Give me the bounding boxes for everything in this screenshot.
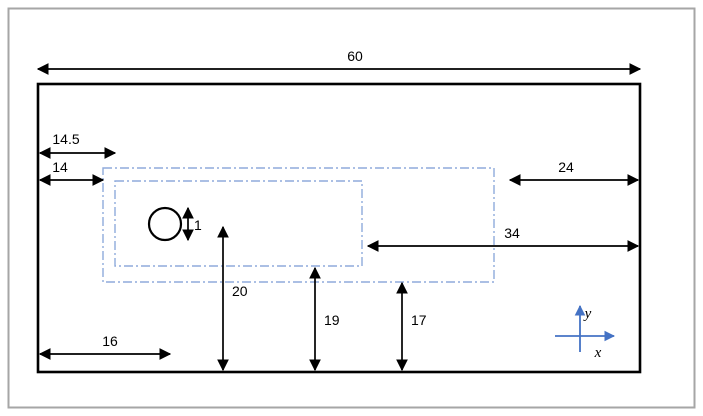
outer-rectangle xyxy=(36,82,642,374)
dimension-label: 60 xyxy=(347,48,363,64)
dimension-offset-34: 34 xyxy=(366,225,640,252)
dimension-height-17: 17 xyxy=(396,281,427,372)
dimension-offset-16: 16 xyxy=(38,333,172,360)
axis-y-label: y xyxy=(583,306,592,322)
dimension-offset-14-5: 14.5 xyxy=(38,131,117,159)
axis-x-label: x xyxy=(594,345,602,361)
dimension-label: 14.5 xyxy=(52,131,79,147)
outer-dashdot-region xyxy=(102,167,495,283)
dimension-label: 16 xyxy=(102,333,118,349)
dimension-offset-14: 14 xyxy=(38,159,105,186)
inner-dashdot-region xyxy=(114,180,363,267)
circle-hole xyxy=(147,206,183,242)
dimension-height-20: 20 xyxy=(217,225,248,372)
dimension-label: 24 xyxy=(558,159,574,175)
dimension-lines: 60 14.5 14 24 34 16 20 19 17 1 xyxy=(36,48,642,372)
dimension-height-19: 19 xyxy=(309,266,340,372)
dimension-label: 1 xyxy=(194,217,202,233)
dimension-offset-24: 24 xyxy=(508,159,640,186)
dimension-label: 34 xyxy=(504,225,520,241)
dimension-hole-diameter-1: 1 xyxy=(182,206,202,242)
dimension-label: 17 xyxy=(411,312,427,328)
dimension-label: 14 xyxy=(52,159,68,175)
dimension-label: 20 xyxy=(232,283,248,299)
page-frame xyxy=(7,7,696,409)
coordinate-axis: x y xyxy=(555,304,616,361)
dimension-label: 19 xyxy=(324,312,340,328)
dimension-width-overall: 60 xyxy=(36,48,642,75)
